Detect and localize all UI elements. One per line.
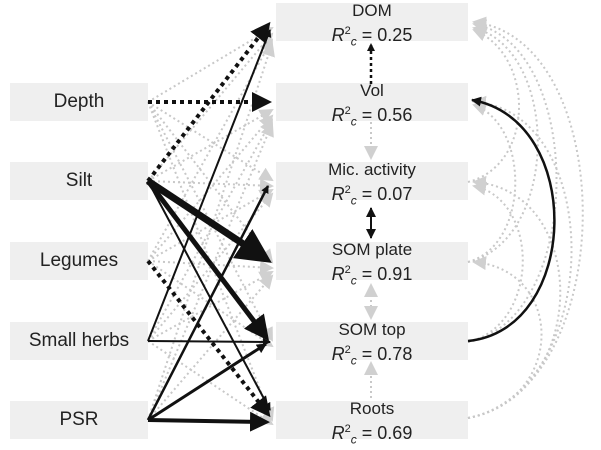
path-silt-som-top bbox=[146, 179, 270, 341]
response-label-vol: Vol bbox=[360, 81, 384, 100]
response-box-mic-activity bbox=[276, 162, 468, 200]
response-box-som-plate bbox=[276, 242, 468, 280]
arc-mic-dom bbox=[467, 28, 520, 183]
r2-sup: 2 bbox=[344, 264, 351, 276]
path-small-herbs-som-top bbox=[147, 337, 271, 346]
arc-som-plate-vol bbox=[467, 102, 517, 263]
r2-sup: 2 bbox=[344, 184, 351, 196]
response-box-roots bbox=[276, 401, 468, 439]
r2-symbol: R bbox=[331, 105, 345, 125]
predictor-box-silt bbox=[10, 162, 148, 200]
path-small-herbs-vol bbox=[147, 118, 273, 342]
r2-sup: 2 bbox=[344, 105, 351, 117]
path-silt-dom-neg bbox=[146, 21, 271, 183]
r2-value: = 0.69 bbox=[356, 423, 413, 443]
response-r2-som-plate: R2c = 0.91 bbox=[276, 260, 468, 291]
r2-sub: c bbox=[350, 432, 357, 447]
path-silt-som-plate bbox=[146, 178, 272, 263]
response-label-roots: Roots bbox=[349, 399, 395, 418]
nonsignificant-arcs bbox=[467, 16, 584, 419]
arc-som-top-mic bbox=[467, 181, 524, 343]
response-label-som-top: SOM top bbox=[338, 320, 406, 339]
path-psr-vol bbox=[147, 122, 274, 421]
path-small-herbs-dom bbox=[147, 29, 272, 342]
path-depth-dom bbox=[147, 26, 274, 103]
r2-sup: 2 bbox=[344, 423, 351, 435]
response-r2-dom: R2c = 0.25 bbox=[276, 21, 468, 52]
predictor-label-legumes: Legumes bbox=[39, 250, 119, 271]
path-psr-mic bbox=[146, 185, 270, 421]
r2-value: = 0.56 bbox=[356, 105, 413, 125]
path-silt-roots bbox=[147, 180, 271, 411]
response-label-som-plate: SOM plate bbox=[331, 240, 413, 259]
path-small-herbs-som-plate bbox=[147, 271, 274, 342]
response-box-vol bbox=[276, 83, 468, 121]
path-silt-dom bbox=[147, 32, 274, 182]
predictor-label-small-herbs: Small herbs bbox=[28, 330, 130, 351]
predictor-box-legumes bbox=[10, 242, 148, 280]
r2-symbol: R bbox=[331, 423, 345, 443]
r2-symbol: R bbox=[331, 264, 345, 284]
path-psr-roots bbox=[147, 411, 270, 432]
r2-symbol: R bbox=[331, 344, 345, 364]
arc-roots-som-plate bbox=[467, 256, 543, 419]
predictor-label-silt: Silt bbox=[65, 170, 93, 191]
response-r2-som-top: R2c = 0.78 bbox=[276, 340, 468, 371]
r2-value: = 0.91 bbox=[356, 264, 413, 284]
significant-paths bbox=[146, 21, 556, 432]
path-legumes-vol bbox=[147, 114, 274, 262]
response-box-dom bbox=[276, 3, 468, 41]
response-r2-vol: R2c = 0.56 bbox=[276, 101, 468, 132]
path-legumes-roots bbox=[146, 259, 271, 418]
response-label-mic-activity: Mic. activity bbox=[328, 160, 416, 179]
path-psr-som-top bbox=[147, 342, 267, 422]
r2-sub: c bbox=[350, 34, 357, 49]
r2-value: = 0.25 bbox=[356, 25, 413, 45]
r2-value: = 0.78 bbox=[356, 344, 413, 364]
r2-sup: 2 bbox=[344, 25, 351, 37]
r2-symbol: R bbox=[331, 184, 345, 204]
r2-symbol: R bbox=[331, 25, 345, 45]
path-depth-mic bbox=[147, 101, 274, 182]
predictor-label-psr: PSR bbox=[59, 409, 99, 430]
path-legumes-som-top bbox=[147, 260, 274, 348]
response-r2-mic-activity: R2c = 0.07 bbox=[276, 180, 468, 211]
r2-sub: c bbox=[350, 273, 357, 288]
arc-roots-dom bbox=[467, 16, 584, 419]
predictor-box-small-herbs bbox=[10, 322, 148, 360]
r2-value: = 0.07 bbox=[356, 184, 413, 204]
arc-som-top-vol bbox=[467, 96, 556, 343]
response-box-som-top bbox=[276, 322, 468, 360]
arc-som-plate-dom bbox=[467, 24, 539, 263]
r2-sub: c bbox=[350, 114, 357, 129]
path-legumes-som-plate bbox=[147, 260, 274, 275]
path-silt-vol bbox=[147, 109, 274, 182]
r2-sub: c bbox=[350, 353, 357, 368]
predictor-box-psr bbox=[10, 401, 148, 439]
predictor-label-depth: Depth bbox=[53, 91, 105, 112]
path-psr-som-plate bbox=[147, 274, 274, 421]
predictor-box-depth bbox=[10, 83, 148, 121]
response-label-dom: DOM bbox=[352, 1, 392, 20]
response-r2-roots: R2c = 0.69 bbox=[276, 419, 468, 450]
arc-som-top-dom bbox=[467, 19, 558, 343]
r2-sub: c bbox=[350, 193, 357, 208]
path-psr-dom bbox=[147, 42, 275, 421]
r2-sup: 2 bbox=[344, 344, 351, 356]
path-silt-mic bbox=[147, 178, 274, 193]
